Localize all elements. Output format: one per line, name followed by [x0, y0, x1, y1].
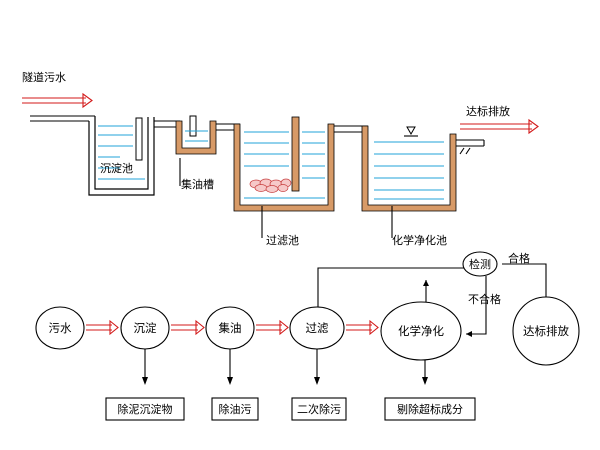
- chemical-water: [374, 141, 444, 200]
- chemical-tank: 化学净化池: [361, 125, 457, 247]
- output-oil-label: 除油污: [219, 402, 252, 416]
- pass-label: 合格: [508, 251, 530, 265]
- node-sewage-label: 污水: [49, 321, 72, 335]
- oil-collector-label: 集油槽: [181, 177, 214, 191]
- node-chemical-purification-label: 化学净化: [398, 324, 444, 338]
- check-node: 检测: [462, 251, 498, 277]
- output-box-excess: 剔除超标成分: [384, 397, 476, 421]
- filter-tank: 过滤池: [233, 116, 335, 247]
- filter-media: [249, 178, 292, 193]
- sedimentation-water: [98, 125, 145, 180]
- output-box-oil: 除油污: [211, 397, 259, 421]
- flowchart: 检测 合格 不合格 污水 沉淀 集油: [35, 251, 580, 421]
- filter-water: [244, 131, 325, 199]
- flow-arrow-icon: [346, 319, 379, 336]
- flow-arrow-icon: [256, 319, 289, 336]
- output-box-secondary: 二次除污: [291, 397, 347, 421]
- output-arrows: [142, 349, 428, 385]
- output-secondary-label: 二次除污: [297, 402, 341, 416]
- node-oil-collection-label: 集油: [219, 321, 242, 335]
- sedimentation-label: 沉淀池: [100, 161, 133, 175]
- node-sedimentation: 沉淀: [120, 306, 170, 350]
- chemical-label: 化学净化池: [392, 233, 447, 247]
- process-schematic: 隧道污水 沉淀池: [22, 70, 539, 247]
- sedimentation-tank: 沉淀池: [88, 116, 155, 196]
- feedback-lines: [317, 263, 547, 337]
- filter-label: 过滤池: [266, 234, 299, 247]
- inlet-label: 隧道污水: [22, 70, 66, 84]
- inlet-arrow-icon: [22, 92, 93, 109]
- node-oil-collection: 集油: [205, 306, 255, 350]
- node-discharge-label: 达标排放: [523, 324, 569, 338]
- fail-label: 不合格: [468, 292, 501, 306]
- oil-collector-tank: 集油槽: [175, 115, 217, 191]
- outlet-arrow-icon: [460, 118, 539, 135]
- node-sewage: 污水: [35, 306, 85, 350]
- check-label: 检测: [469, 257, 491, 271]
- node-discharge: 达标排放: [512, 296, 580, 366]
- water-level-icon: [404, 126, 418, 137]
- inlet-pipe: [30, 115, 95, 122]
- flow-arrow-icon: [86, 319, 119, 336]
- node-sedimentation-label: 沉淀: [134, 321, 157, 335]
- node-filtration: 过滤: [289, 306, 345, 350]
- output-excess-label: 剔除超标成分: [397, 402, 463, 416]
- node-chemical-purification: 化学净化: [380, 301, 462, 361]
- outlet-label: 达标排放: [466, 104, 510, 118]
- flow-arrow-icon: [171, 319, 205, 336]
- node-filtration-label: 过滤: [306, 321, 329, 335]
- outlet-pipe: [456, 139, 485, 155]
- output-box-sludge: 除泥沉淀物: [105, 397, 185, 421]
- output-sludge-label: 除泥沉淀物: [118, 402, 173, 416]
